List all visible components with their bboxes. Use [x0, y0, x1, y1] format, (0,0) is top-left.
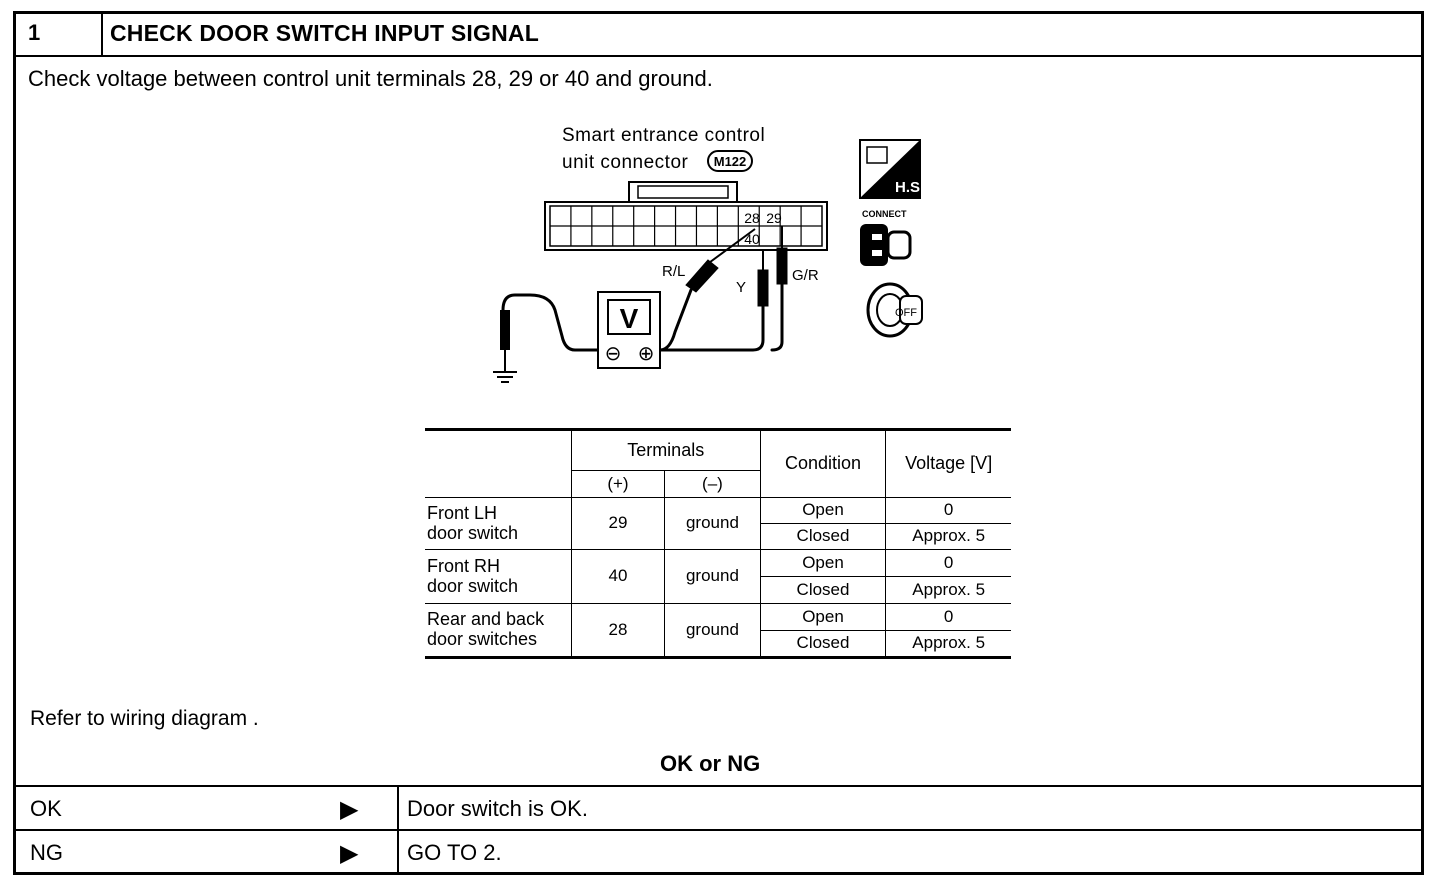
- voltage-cell: Approx. 5: [885, 630, 1011, 659]
- connect-label: CONNECT: [862, 209, 907, 219]
- ok-ng-heading: OK or NG: [660, 751, 761, 776]
- plus-terminal-cell: 28: [571, 603, 666, 659]
- plus-terminal: ⊕: [638, 341, 655, 365]
- header-divider: [13, 55, 1424, 57]
- step-number: 1: [28, 20, 41, 45]
- connector-latch-inner: [637, 185, 729, 199]
- condition-cell: Closed: [760, 630, 887, 659]
- connect-icon: [860, 224, 912, 266]
- ng-arrow-icon: ▶: [340, 840, 359, 867]
- minus-header: (–): [664, 470, 761, 498]
- terminals-header: Terminals: [571, 428, 761, 471]
- item-line1: Front LH: [427, 502, 498, 523]
- wire-gr-label: G/R: [792, 267, 819, 284]
- item-line2: door switch: [427, 522, 519, 543]
- condition-cell: Open: [760, 603, 887, 631]
- high-side-icon: H.S.: [859, 139, 924, 199]
- table-row: Closed Approx. 5: [425, 523, 1011, 550]
- diagram-caption-line2: unit connector: [562, 152, 689, 173]
- item-line2: door switch: [427, 575, 519, 596]
- voltmeter-symbol: V: [620, 303, 639, 334]
- item-line2: door switches: [427, 629, 538, 649]
- wire-y-label: Y: [736, 279, 746, 296]
- item-line1: Front RH: [427, 555, 501, 576]
- condition-cell: Closed: [760, 576, 887, 604]
- diagram-caption-line1: Smart entrance control: [562, 125, 765, 146]
- minus-terminal-cell: ground: [664, 603, 761, 659]
- plus-terminal-cell: 29: [571, 497, 666, 550]
- voltage-spec-table: Terminals Condition Voltage [V] (+) (–) …: [425, 428, 1011, 659]
- minus-terminal-cell: ground: [664, 497, 761, 550]
- results-top-divider: [13, 785, 1424, 787]
- plus-terminal-cell: 40: [571, 549, 666, 604]
- results-column-divider: [397, 786, 399, 873]
- header-cell-divider: [101, 11, 103, 56]
- voltage-cell: 0: [885, 549, 1011, 577]
- ng-label: NG: [30, 840, 63, 865]
- terminal-40-label: 40: [744, 231, 760, 247]
- instruction-text: Check voltage between control unit termi…: [28, 66, 713, 91]
- ignition-off-icon: OFF: [866, 282, 923, 338]
- condition-cell: Open: [760, 549, 887, 577]
- condition-header: Condition: [760, 428, 887, 498]
- connector-id-badge: [707, 150, 753, 172]
- condition-cell: Open: [760, 497, 887, 524]
- ground-probe: [500, 310, 510, 350]
- hs-label: H.S.: [895, 179, 924, 196]
- table-row: Closed Approx. 5: [425, 576, 1011, 604]
- condition-cell: Closed: [760, 523, 887, 550]
- voltage-cell: Approx. 5: [885, 576, 1011, 604]
- ng-result-text: GO TO 2.: [407, 840, 502, 865]
- table-corner-cell: [425, 428, 572, 498]
- ok-result-text: Door switch is OK.: [407, 796, 588, 821]
- step-title: CHECK DOOR SWITCH INPUT SIGNAL: [110, 20, 539, 46]
- voltage-cell: 0: [885, 603, 1011, 631]
- plus-header: (+): [571, 470, 666, 498]
- table-row: Closed Approx. 5: [425, 630, 1011, 659]
- connector-diagram: Smart entrance control unit connector M1…: [493, 125, 924, 383]
- item-line1: Rear and back: [427, 609, 545, 630]
- connector-id: M122: [714, 154, 747, 169]
- ok-arrow-icon: ▶: [340, 796, 359, 823]
- minus-terminal-cell: ground: [664, 549, 761, 604]
- minus-terminal: ⊖: [605, 341, 622, 365]
- step-frame: [13, 11, 1424, 875]
- results-mid-divider: [13, 829, 1424, 831]
- voltmeter-display: [607, 299, 651, 335]
- voltage-cell: 0: [885, 497, 1011, 524]
- connector-pin-grid: [550, 206, 822, 246]
- probes: [685, 226, 788, 307]
- off-label: OFF: [895, 307, 917, 319]
- terminal-28-label: 28: [744, 210, 760, 226]
- connector-latch: [628, 181, 738, 203]
- ok-label: OK: [30, 796, 62, 821]
- terminal-29-label: 29: [766, 210, 782, 226]
- wire-rl-label: R/L: [662, 263, 685, 280]
- refer-text: Refer to wiring diagram .: [30, 707, 259, 730]
- voltage-cell: Approx. 5: [885, 523, 1011, 550]
- ground-symbol: [493, 350, 517, 383]
- voltage-header: Voltage [V]: [885, 428, 1011, 498]
